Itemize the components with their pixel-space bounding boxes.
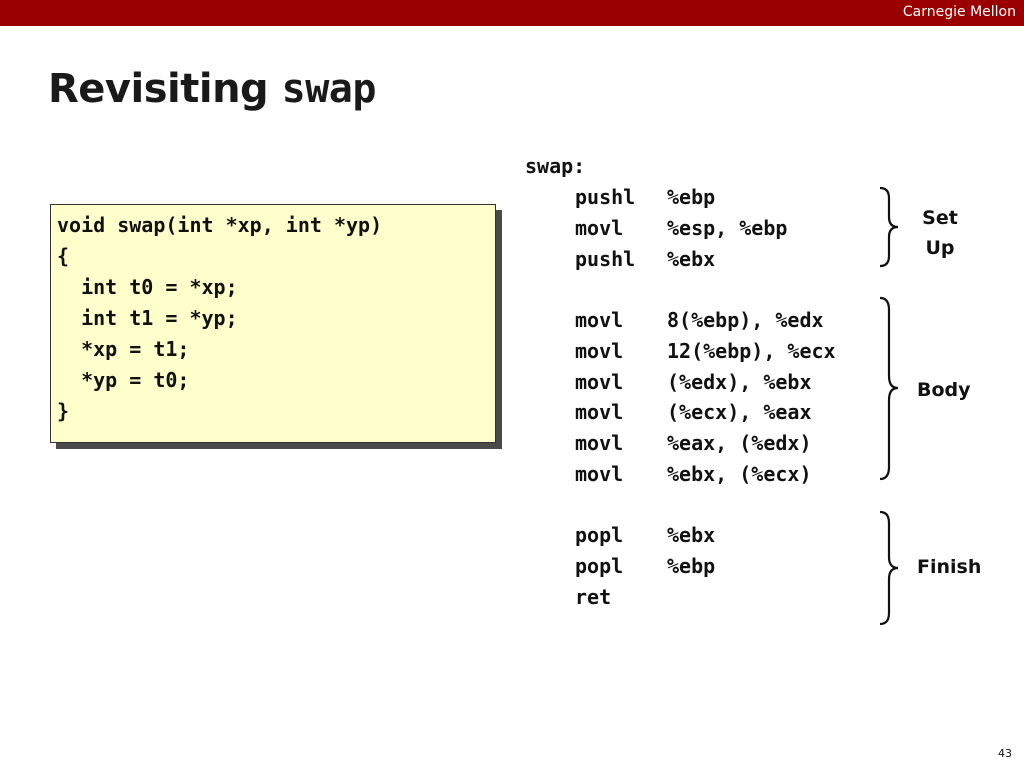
asm-mnemonic: pushl [575, 185, 636, 209]
asm-mnemonic: movl [575, 339, 624, 363]
asm-operands: %esp, %ebp [667, 216, 788, 240]
asm-mnemonic: movl [575, 431, 624, 455]
title-text: Revisiting [48, 66, 269, 112]
body-brace [879, 296, 899, 481]
asm-operands: 12(%ebp), %ecx [667, 339, 836, 363]
asm-mnemonic: movl [575, 462, 624, 486]
c-code-line: void swap(int *xp, int *yp) [57, 213, 383, 237]
c-code-line: int t0 = *xp; [57, 275, 238, 299]
asm-operands: %ebp [667, 185, 716, 209]
asm-mnemonic: pushl [575, 247, 636, 271]
asm-operands: 8(%ebp), %edx [667, 308, 824, 332]
asm-operands: (%ecx), %eax [667, 400, 812, 424]
asm-mnemonic: movl [575, 216, 624, 240]
setup-label-line: Set [922, 207, 958, 229]
asm-mnemonic: popl [575, 523, 624, 547]
c-code-line: *xp = t1; [57, 337, 190, 361]
asm-label: swap: [525, 154, 586, 178]
c-code-line: { [57, 244, 70, 268]
asm-operands: %ebp [667, 554, 716, 578]
body-label: Body [917, 379, 971, 401]
c-code-line: int t1 = *yp; [57, 306, 238, 330]
slide-title: Revisiting swap [48, 66, 376, 112]
c-code-line: } [57, 399, 70, 423]
asm-operands: %eax, (%edx) [667, 431, 812, 455]
setup-label-line: Up [925, 237, 955, 259]
finish-label: Finish [917, 556, 982, 578]
brand-name: Carnegie Mellon [902, 4, 1016, 20]
c-code-box: void swap(int *xp, int *yp) { int t0 = *… [50, 204, 496, 443]
asm-mnemonic: movl [575, 308, 624, 332]
setup-label: Set Up [917, 203, 963, 263]
asm-mnemonic: ret [575, 585, 612, 609]
finish-brace [879, 510, 899, 626]
asm-operands: %ebx [667, 247, 716, 271]
asm-mnemonic: popl [575, 554, 624, 578]
asm-operands: (%edx), %ebx [667, 370, 812, 394]
asm-mnemonic: movl [575, 370, 624, 394]
asm-operands: %ebx [667, 523, 716, 547]
page-number: 43 [998, 747, 1012, 760]
c-code-line: *yp = t0; [57, 368, 190, 392]
asm-operands: %ebx, (%ecx) [667, 462, 812, 486]
setup-brace [879, 186, 899, 268]
asm-mnemonic: movl [575, 400, 624, 424]
header-bar: Carnegie Mellon [0, 0, 1024, 26]
title-code: swap [281, 66, 377, 112]
